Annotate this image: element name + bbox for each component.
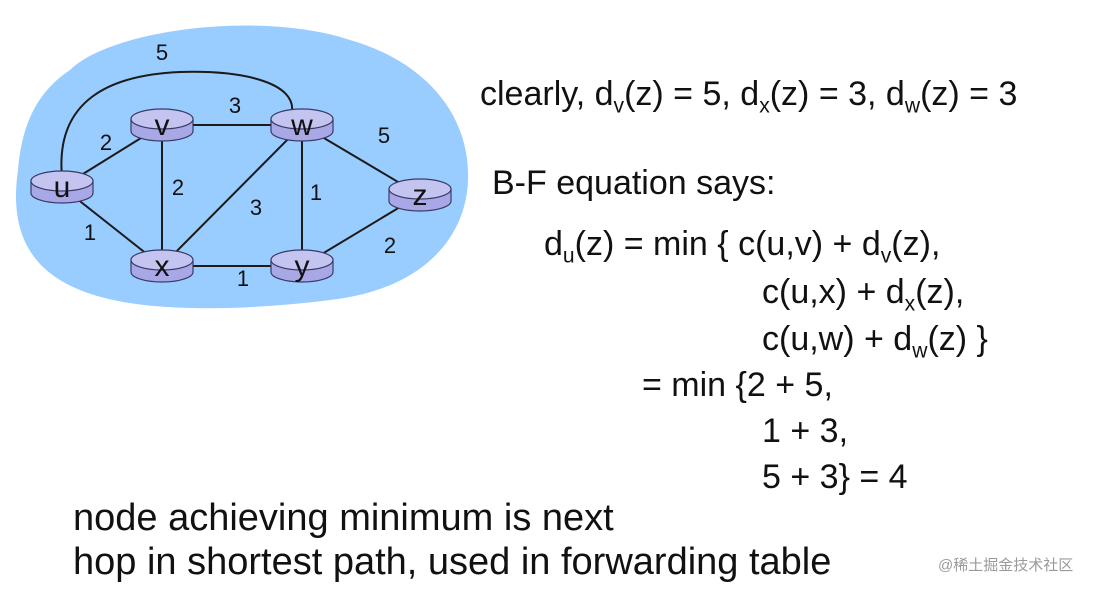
edge-cost-v-w: 3 xyxy=(229,93,241,118)
footer-line-1: node achieving minimum is next xyxy=(73,497,614,539)
sub-w: w xyxy=(912,339,928,363)
edge-cost-x-w: 3 xyxy=(250,195,262,220)
clearly-text: (z) = 5, d xyxy=(624,75,760,113)
clearly-text: clearly, d xyxy=(480,75,614,113)
bf-line-2: c(u,x) + dx(z), xyxy=(762,273,965,314)
edge-cost-y-z: 2 xyxy=(384,233,396,258)
router-z: z xyxy=(388,178,452,212)
sub-x: x xyxy=(759,94,770,118)
clearly-text: (z) = 3, d xyxy=(769,75,905,113)
clearly-statement: clearly, dv(z) = 5, dx(z) = 3, dw(z) = 3 xyxy=(480,75,1018,116)
bf-line-3: c(u,w) + dw(z) } xyxy=(762,320,988,361)
edge-cost-w-y: 1 xyxy=(310,180,322,205)
sub-w: w xyxy=(904,94,921,118)
eq-text: d xyxy=(544,225,563,263)
bf-line-5: 1 + 3, xyxy=(762,412,849,450)
watermark: @稀土掘金技术社区 xyxy=(938,557,1074,574)
bf-line-1: du(z) = min { c(u,v) + dv(z), xyxy=(544,225,941,266)
node-label-z: z xyxy=(413,179,428,212)
bf-header: B-F equation says: xyxy=(492,164,776,202)
node-label-x: x xyxy=(155,250,170,283)
router-v: v xyxy=(130,108,194,142)
sub-v: v xyxy=(880,244,892,268)
bf-line-6: 5 + 3} = 4 xyxy=(762,458,908,496)
sub-x: x xyxy=(904,292,916,316)
router-w: w xyxy=(270,108,334,142)
sub-v: v xyxy=(613,94,625,118)
eq-text: c(u,w) + d xyxy=(762,320,913,358)
node-label-w: w xyxy=(290,109,313,142)
bf-line-4: = min {2 + 5, xyxy=(642,366,833,404)
node-label-u: u xyxy=(54,171,71,204)
edge-cost-w-z: 5 xyxy=(378,123,390,148)
eq-text: (z), xyxy=(915,273,965,311)
eq-text: c(u,x) + d xyxy=(762,273,905,311)
edge-cost-x-y: 1 xyxy=(237,266,249,291)
edge-u-w xyxy=(60,70,294,178)
footer-line-2: hop in shortest path, used in forwarding… xyxy=(73,541,832,583)
sub-u: u xyxy=(562,244,575,268)
router-icon-top xyxy=(388,178,452,200)
eq-text: (z) = min { c(u,v) + d xyxy=(574,225,881,263)
network-graph: 5 2 1 3 2 3 1 1 5 2 u v w x y z xyxy=(15,25,469,309)
router-icon-top xyxy=(130,249,194,271)
node-label-v: v xyxy=(155,109,170,142)
eq-text: (z), xyxy=(891,225,941,263)
edge-cost-u-x: 1 xyxy=(84,220,96,245)
router-y: y xyxy=(270,249,334,283)
router-x: x xyxy=(130,249,194,283)
eq-text: (z) } xyxy=(927,320,988,358)
router-icon-top xyxy=(270,249,334,271)
node-label-y: y xyxy=(295,250,310,283)
router-icon-top xyxy=(130,108,194,130)
router-icon-top xyxy=(270,108,334,130)
edge-cost-u-v: 2 xyxy=(100,130,112,155)
router-icon-top xyxy=(30,170,94,192)
network-cloud xyxy=(15,25,469,309)
edge-cost-u-w: 5 xyxy=(156,40,168,65)
clearly-text: (z) = 3 xyxy=(920,75,1018,113)
edge-x-w xyxy=(161,124,303,267)
router-u: u xyxy=(30,170,94,204)
edge-cost-v-x: 2 xyxy=(172,175,184,200)
